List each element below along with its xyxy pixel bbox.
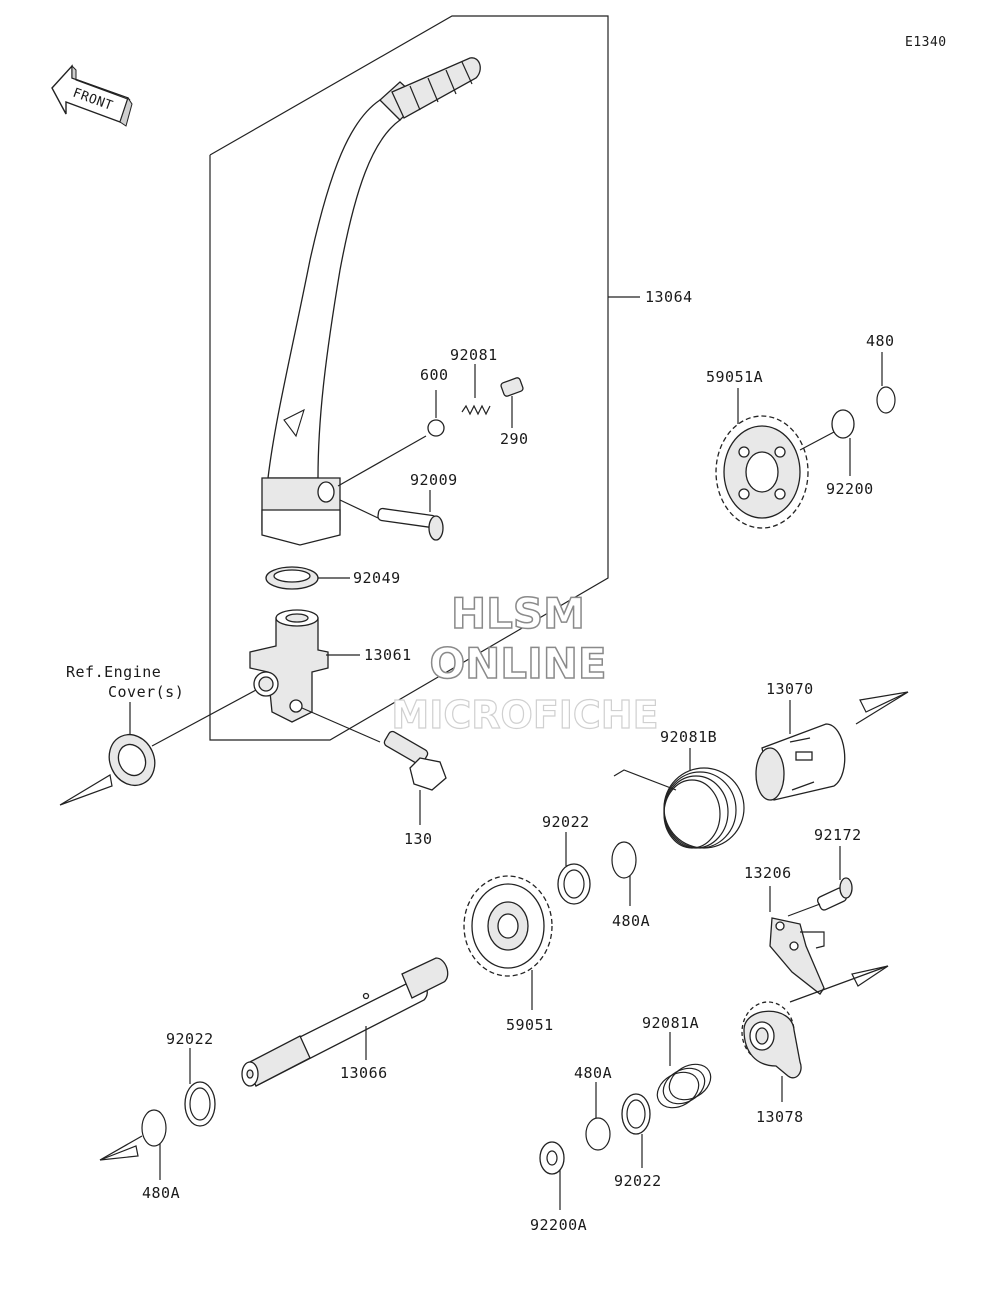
- oil-seal: [108, 734, 156, 786]
- part-92172-screw: [817, 877, 853, 911]
- diagram-code: E1340: [905, 35, 947, 50]
- leader-600-assembly: [337, 435, 427, 487]
- label-59051: 59051: [506, 1016, 554, 1034]
- watermark-line2: ONLINE: [429, 639, 606, 688]
- label-92172: 92172: [814, 826, 862, 844]
- label-13066: 13066: [340, 1064, 388, 1082]
- assembly-bracket: [209, 15, 609, 741]
- label-92200A: 92200A: [530, 1216, 587, 1234]
- part-13066-shaft: [241, 957, 449, 1087]
- label-13206: 13206: [744, 864, 792, 882]
- label-480A-upper: 480A: [612, 912, 650, 930]
- leader-130-assembly: [301, 707, 381, 743]
- part-130-bolt: [383, 730, 447, 791]
- pedal-grip: [391, 57, 481, 119]
- label-290: 290: [500, 430, 529, 448]
- part-480A-circlip-upper: [611, 841, 637, 879]
- ref-note-line2: Cover(s): [108, 683, 184, 701]
- axis-arrow-right-top: [859, 691, 909, 713]
- label-92081: 92081: [450, 346, 498, 364]
- leader-92200-axis: [799, 431, 835, 451]
- part-13061-boss: [249, 609, 329, 723]
- label-92022-upper: 92022: [542, 813, 590, 831]
- label-92049: 92049: [353, 569, 401, 587]
- part-290-plunger: [500, 377, 524, 397]
- label-13061: 13061: [364, 646, 412, 664]
- part-13206-guide: [769, 917, 825, 995]
- leader-13206-screw: [787, 903, 821, 917]
- watermark: HLSM ONLINE MICROFICHE: [391, 588, 659, 737]
- watermark-line1: HLSM: [451, 589, 585, 638]
- label-480A-bottom: 480A: [574, 1064, 612, 1082]
- label-13064: 13064: [645, 288, 693, 306]
- part-92200-washer: [831, 409, 855, 439]
- part-480A-circlip-left: [141, 1109, 167, 1147]
- label-59051A: 59051A: [706, 368, 763, 386]
- leader-13206-bracket: [800, 931, 825, 949]
- part-92022-washer-upper: [557, 863, 591, 905]
- label-92022-left: 92022: [166, 1030, 214, 1048]
- part-92200A-washer: [539, 1141, 565, 1175]
- part-13070-collar: [755, 723, 846, 801]
- label-92081B: 92081B: [660, 728, 717, 746]
- part-59051A-gear: [715, 415, 809, 529]
- axis-line-right-top: [855, 691, 909, 725]
- label-480A-left: 480A: [142, 1184, 180, 1202]
- label-92200: 92200: [826, 480, 874, 498]
- axis-arrow-right-bottom: [851, 965, 889, 987]
- label-92022-bottom: 92022: [614, 1172, 662, 1190]
- ref-note-line1: Ref.Engine: [66, 663, 161, 681]
- part-92081A-spring: [656, 1063, 712, 1109]
- label-92009: 92009: [410, 471, 458, 489]
- part-480-circlip: [876, 386, 896, 414]
- label-480: 480: [866, 332, 895, 350]
- front-arrow-icon: FRONT: [51, 64, 133, 127]
- part-92009-pin: [377, 507, 444, 541]
- axis-line-right-bottom: [789, 965, 889, 1003]
- part-600-ball: [427, 419, 445, 437]
- part-92049-seal: [265, 566, 319, 590]
- part-59051-gear: [463, 875, 553, 977]
- watermark-line3: MICROFICHE: [391, 693, 658, 737]
- axis-line-left-bottom: [99, 1135, 143, 1161]
- label-13070: 13070: [766, 680, 814, 698]
- part-92081B-spring: [613, 767, 745, 849]
- label-130: 130: [404, 830, 433, 848]
- axis-arrow-left-bottom: [99, 1145, 139, 1161]
- leader-92009-assembly: [339, 499, 379, 519]
- shaft-axis-line: [151, 689, 257, 747]
- part-480A-circlip-bottom: [585, 1117, 611, 1151]
- axis-arrow-left: [59, 774, 113, 806]
- label-13078: 13078: [756, 1108, 804, 1126]
- part-13078-ratchet: [741, 1001, 802, 1079]
- part-92081-spring: [461, 404, 491, 416]
- kick-pedal-lever: [261, 57, 481, 546]
- label-92081A: 92081A: [642, 1014, 699, 1032]
- label-600: 600: [420, 366, 449, 384]
